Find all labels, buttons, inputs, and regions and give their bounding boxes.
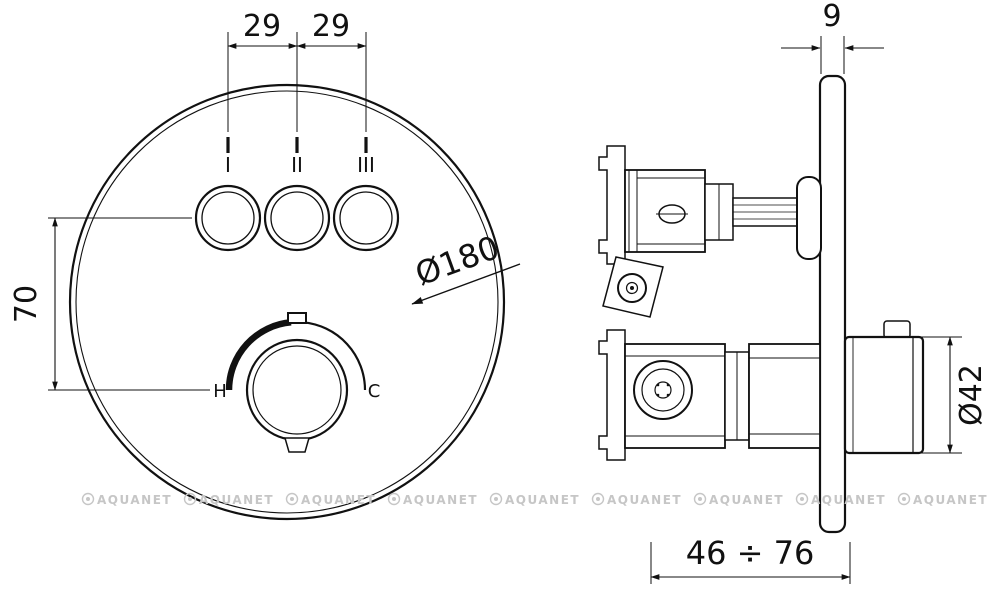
aquanet-watermark: AQUANET: [183, 492, 274, 507]
knob-top-marker: [287, 312, 307, 324]
svg-text:AQUANET: AQUANET: [97, 493, 172, 507]
dim-9-label: 9: [822, 0, 841, 34]
dim-29-left-label: 29: [243, 9, 281, 44]
dim-diameter-label: Ø180: [410, 228, 504, 293]
svg-text:AQUANET: AQUANET: [505, 493, 580, 507]
hot-label: H: [213, 381, 227, 402]
aquanet-watermark: AQUANET: [489, 492, 580, 507]
aquanet-watermark: AQUANET: [81, 492, 172, 507]
knob-scale-arc-thin: [302, 321, 367, 391]
dim-vertical-offset: [48, 217, 210, 391]
handle-top-button: [883, 320, 911, 339]
dim-plate-thickness: [781, 36, 884, 74]
aquanet-watermark: AQUANET: [795, 492, 886, 507]
thermostat-knob: [225, 312, 367, 453]
button-index-marks: [226, 137, 368, 153]
svg-text:AQUANET: AQUANET: [709, 493, 784, 507]
dim-29-right-label: 29: [312, 9, 350, 44]
wall-plate: [818, 74, 847, 534]
button-label-1: I: [225, 153, 231, 177]
aquanet-watermark: AQUANET: [693, 492, 784, 507]
aquanet-logo-icon: [489, 492, 503, 506]
dim-installation-depth: [650, 542, 851, 584]
thermostat-handle: [843, 335, 925, 455]
aquanet-logo-icon: [693, 492, 707, 506]
valve-body-bottom: [598, 320, 925, 461]
svg-text:AQUANET: AQUANET: [607, 493, 682, 507]
aquanet-watermark: AQUANET: [285, 492, 376, 507]
dim-42-label: Ø42: [954, 364, 989, 426]
svg-text:AQUANET: AQUANET: [811, 493, 886, 507]
svg-text:AQUANET: AQUANET: [403, 493, 478, 507]
knob-bottom-tab: [284, 437, 310, 453]
knob-scale-arc-thick: [225, 319, 292, 391]
aquanet-logo-icon: [591, 492, 605, 506]
aquanet-watermark: AQUANET: [591, 492, 682, 507]
valve-body-top: [598, 145, 822, 318]
aquanet-logo-icon: [897, 492, 911, 506]
watermark-row: AQUANET AQUANET AQUANET AQUANET AQUANET …: [81, 492, 988, 507]
aquanet-logo-icon: [387, 492, 401, 506]
button-label-2: II: [291, 153, 303, 177]
side-view: [598, 36, 962, 584]
faceplate-circle: [68, 83, 506, 521]
aquanet-watermark: AQUANET: [387, 492, 478, 507]
svg-text:AQUANET: AQUANET: [301, 493, 376, 507]
dim-button-spacing: [227, 32, 367, 132]
aquanet-watermark: AQUANET: [897, 492, 988, 507]
adjustment-screw: [633, 360, 693, 420]
diverter-button-3: [332, 184, 400, 252]
diverter-button-2: [263, 184, 331, 252]
aquanet-logo-icon: [183, 492, 197, 506]
diverter-button-1: [194, 184, 262, 252]
aquanet-logo-icon: [285, 492, 299, 506]
front-view: [48, 32, 521, 521]
dim-depth-label: 46 ÷ 76: [686, 534, 815, 572]
button-label-3: III: [357, 153, 375, 177]
dim-diameter-leader: [411, 263, 521, 305]
dim-70-label: 70: [9, 285, 44, 323]
dim-handle-diameter: [918, 336, 962, 454]
svg-text:AQUANET: AQUANET: [199, 493, 274, 507]
aquanet-logo-icon: [795, 492, 809, 506]
cold-label: C: [368, 381, 381, 402]
aquanet-logo-icon: [81, 492, 95, 506]
svg-text:AQUANET: AQUANET: [913, 493, 988, 507]
